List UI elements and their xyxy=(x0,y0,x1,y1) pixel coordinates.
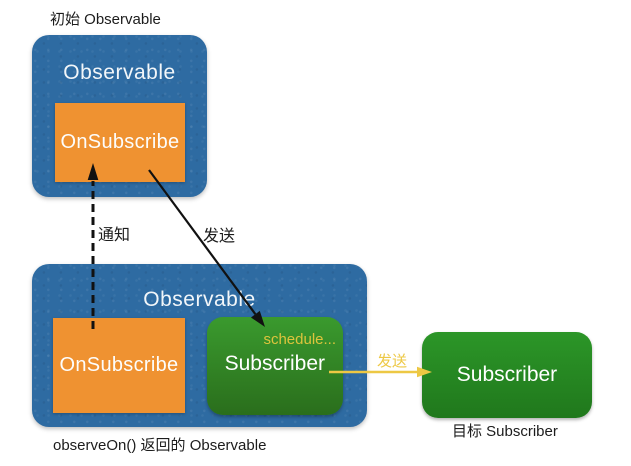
returned-observable-caption: observeOn() 返回的 Observable xyxy=(53,437,267,454)
target-subscriber-caption: 目标 Subscriber xyxy=(452,423,558,440)
send-arrow-label: 发送 xyxy=(203,228,236,245)
source-onsubscribe-box: OnSubscribe xyxy=(55,103,185,182)
returned-onsubscribe-box: OnSubscribe xyxy=(53,318,185,413)
send-yellow-arrow-label: 发送 xyxy=(377,353,408,370)
target-subscriber-label: Subscriber xyxy=(456,363,558,386)
returned-observable-box: Observable OnSubscribe schedule... Subsc… xyxy=(32,264,367,427)
source-observable-caption: 初始 Observable xyxy=(50,11,161,28)
returned-onsubscribe-label: OnSubscribe xyxy=(59,354,179,376)
source-observable-box: Observable OnSubscribe xyxy=(32,35,207,197)
target-subscriber-box: Subscriber xyxy=(422,332,592,418)
source-onsubscribe-label: OnSubscribe xyxy=(60,131,180,153)
source-observable-title: Observable xyxy=(63,61,176,84)
schedule-label: schedule... xyxy=(263,331,336,348)
notify-arrow-label: 通知 xyxy=(98,227,131,244)
returned-observable-title: Observable xyxy=(143,288,256,311)
scheduler-subscriber-label: Subscriber xyxy=(224,352,325,375)
scheduler-subscriber-box: schedule... Subscriber xyxy=(207,317,343,415)
